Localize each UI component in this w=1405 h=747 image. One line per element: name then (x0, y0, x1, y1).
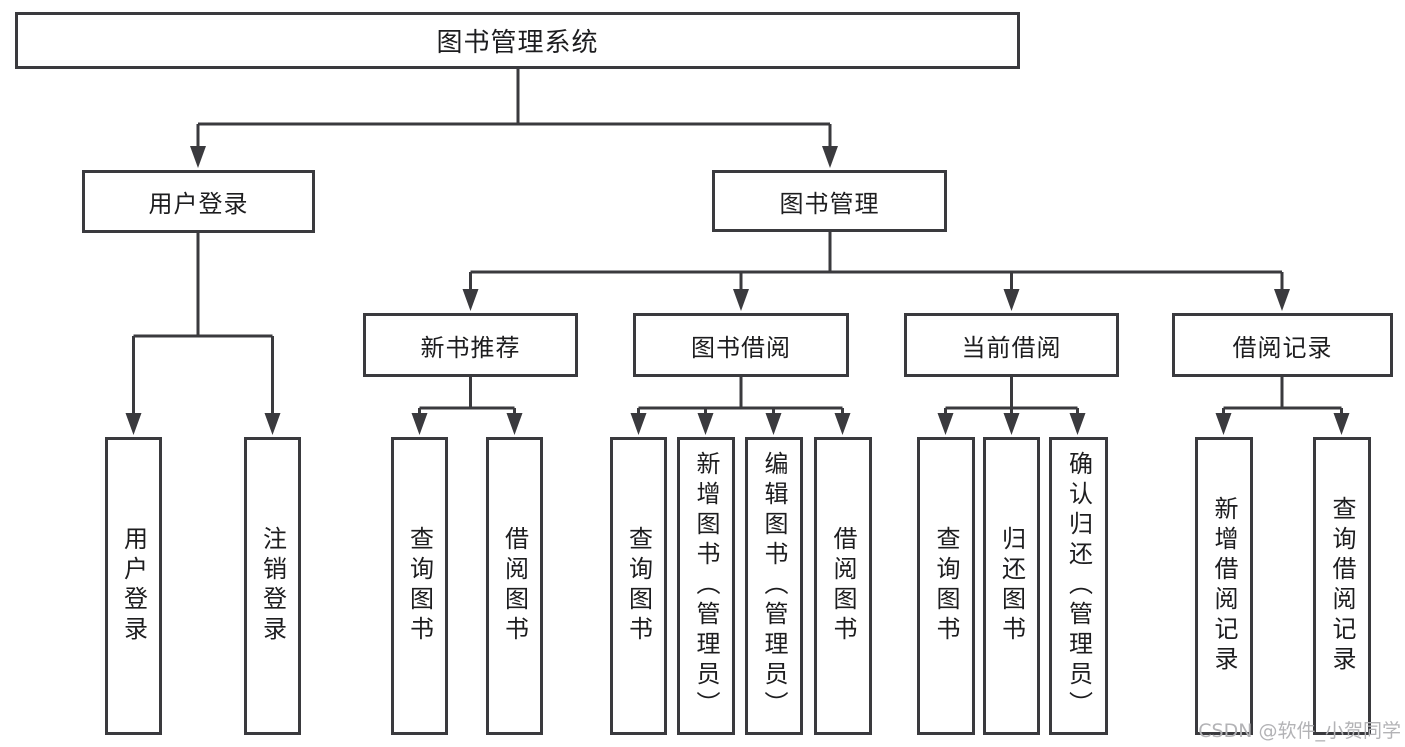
leaf-confirm-return-admin-label: 确认归还（管理员） (1064, 451, 1093, 721)
leaf-add-book-admin: 新增图书（管理员） (677, 437, 735, 735)
watermark-text: CSDN @软件_小贺同学 (1198, 720, 1401, 742)
leaf-user-login: 用户登录 (105, 437, 162, 735)
node-borrow-records-label: 借阅记录 (1232, 333, 1333, 362)
node-new-book-recommend-label: 新书推荐 (420, 333, 521, 362)
node-root-label: 图书管理系统 (436, 28, 599, 58)
leaf-query-books-borrow-label: 查询图书 (624, 526, 653, 646)
leaf-confirm-return-admin: 确认归还（管理员） (1049, 437, 1108, 735)
node-user-login: 用户登录 (82, 170, 315, 233)
node-current-borrow: 当前借阅 (904, 313, 1119, 377)
leaf-query-books-current-label: 查询图书 (932, 526, 960, 646)
node-book-borrow-label: 图书借阅 (691, 333, 791, 362)
leaf-return-book-label: 归还图书 (997, 526, 1026, 646)
leaf-borrow-books-recommend-label: 借阅图书 (500, 526, 529, 646)
node-borrow-records: 借阅记录 (1172, 313, 1393, 377)
leaf-add-book-admin-label: 新增图书（管理员） (692, 451, 720, 721)
leaf-query-borrow-record: 查询借阅记录 (1313, 437, 1371, 735)
leaf-borrow-books-recommend: 借阅图书 (486, 437, 543, 735)
leaf-query-borrow-record-label: 查询借阅记录 (1328, 496, 1356, 676)
node-new-book-recommend: 新书推荐 (363, 313, 578, 377)
leaf-add-borrow-record: 新增借阅记录 (1195, 437, 1253, 735)
node-book-management-label: 图书管理 (779, 189, 880, 218)
leaf-logout: 注销登录 (244, 437, 301, 735)
node-user-login-label: 用户登录 (148, 190, 249, 218)
leaf-add-borrow-record-label: 新增借阅记录 (1210, 496, 1238, 676)
leaf-logout-label: 注销登录 (258, 526, 287, 646)
leaf-borrow-books-2-label: 借阅图书 (829, 526, 857, 646)
leaf-query-books-recommend: 查询图书 (391, 437, 448, 735)
leaf-query-books-current: 查询图书 (917, 437, 975, 735)
leaf-query-books-borrow: 查询图书 (610, 437, 667, 735)
node-current-borrow-label: 当前借阅 (961, 333, 1062, 362)
leaf-edit-book-admin-label: 编辑图书（管理员） (760, 451, 788, 721)
leaf-edit-book-admin: 编辑图书（管理员） (745, 437, 803, 735)
leaf-query-books-recommend-label: 查询图书 (405, 526, 434, 646)
leaf-user-login-label: 用户登录 (119, 526, 148, 646)
node-book-borrow: 图书借阅 (633, 313, 849, 377)
node-book-management: 图书管理 (712, 170, 947, 232)
leaf-borrow-books-2: 借阅图书 (814, 437, 872, 735)
node-root: 图书管理系统 (15, 12, 1020, 69)
leaf-return-book: 归还图书 (983, 437, 1040, 735)
